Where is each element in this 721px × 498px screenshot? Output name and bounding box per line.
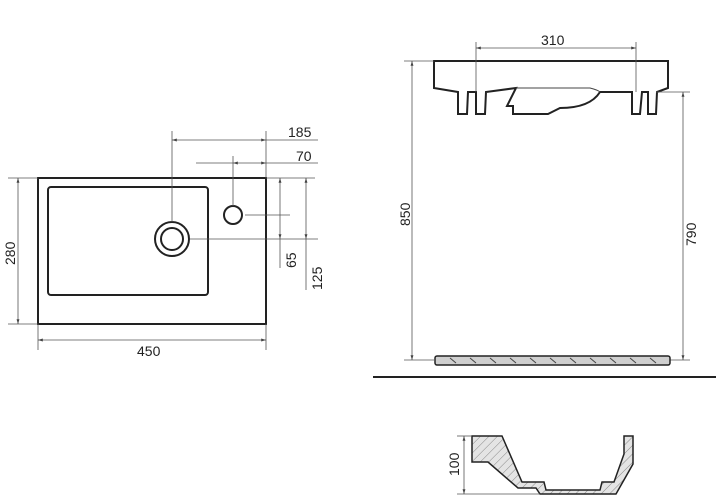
dim-185-label: 185: [288, 124, 312, 140]
dim-450-label: 450: [137, 343, 161, 359]
section-view: 100: [446, 435, 634, 495]
dim-100-label: 100: [446, 452, 462, 476]
bowl-inner-line: [516, 87, 601, 93]
floor-plate-pattern: [449, 357, 657, 364]
dim-280-label: 280: [2, 241, 18, 265]
basin-bowl: [47, 186, 209, 296]
front-view: 310 850 790: [373, 32, 716, 378]
dim-70-label: 70: [296, 148, 312, 164]
dim-790-label: 790: [683, 222, 699, 246]
dim-850-label: 850: [397, 202, 413, 226]
basin-section: [471, 435, 634, 495]
dim-125-label: 125: [309, 266, 325, 290]
dim-310-label: 310: [541, 32, 565, 48]
dim-65-label: 65: [283, 252, 299, 268]
top-view: 185 70 65 125 280 450: [2, 124, 325, 359]
drain-inner: [160, 227, 184, 251]
basin-outline: [37, 177, 267, 325]
